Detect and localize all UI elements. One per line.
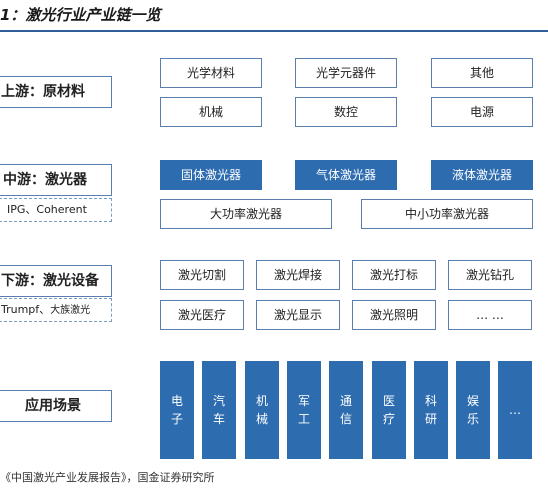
stage-downstream-label: 下游：激光设备 — [1, 273, 99, 289]
stage-midstream: 中游：激光器 — [0, 164, 112, 196]
title-divider — [0, 30, 548, 32]
equipment-box-7: 激光照明 — [352, 300, 436, 330]
equipment-box-8: … … — [448, 300, 532, 330]
application-label: 娱乐 — [466, 394, 479, 426]
application-column: 娱乐 — [456, 361, 490, 459]
application-label: 通信 — [339, 394, 352, 426]
stage-upstream-label: 上游：原材料 — [1, 84, 85, 100]
application-label: 科研 — [424, 394, 437, 426]
laser-type-box-3: 液体激光器 — [431, 160, 533, 190]
equipment-box-6: 激光显示 — [256, 300, 340, 330]
material-box-3: 其他 — [431, 58, 533, 88]
material-box-1: 光学材料 — [160, 58, 262, 88]
application-column: 军工 — [287, 361, 321, 459]
source-note: 《中国激光产业发展报告》，国金证券研究所 — [0, 471, 215, 484]
laser-type-box-2: 气体激光器 — [295, 160, 397, 190]
equipment-box-1: 激光切割 — [160, 260, 244, 290]
material-box-4: 机械 — [160, 97, 262, 127]
stage-midstream-label: 中游：激光器 — [3, 172, 87, 188]
equipment-box-5: 激光医疗 — [160, 300, 244, 330]
downstream-companies-b: 大族激光 — [50, 305, 91, 316]
application-column: 医疗 — [372, 361, 406, 459]
laser-power-box-2: 中小功率激光器 — [361, 199, 533, 229]
downstream-companies-a: Trumpf、 — [1, 303, 51, 316]
application-label: 医疗 — [382, 394, 395, 426]
midstream-companies-text: IPG、Coherent — [7, 203, 87, 216]
laser-power-box-1: 大功率激光器 — [160, 199, 332, 229]
application-label: 机械 — [255, 394, 268, 426]
material-box-2: 光学元器件 — [295, 58, 397, 88]
stage-downstream: 下游：激光设备 — [0, 265, 112, 297]
stage-application-label: 应用场景 — [25, 398, 81, 414]
application-label: 军工 — [297, 394, 310, 426]
equipment-box-3: 激光打标 — [352, 260, 436, 290]
midstream-companies: IPG、Coherent — [0, 198, 112, 222]
application-column: 机械 — [245, 361, 279, 459]
stage-application: 应用场景 — [0, 390, 112, 422]
stage-upstream: 上游：原材料 — [0, 76, 112, 108]
downstream-companies: Trumpf、大族激光 — [0, 298, 112, 322]
equipment-box-4: 激光钻孔 — [448, 260, 532, 290]
application-column: … — [498, 361, 532, 459]
application-label: … — [509, 403, 521, 417]
equipment-box-2: 激光焊接 — [256, 260, 340, 290]
application-column: 电子 — [160, 361, 194, 459]
application-column: 汽车 — [202, 361, 236, 459]
laser-type-box-1: 固体激光器 — [160, 160, 262, 190]
application-label: 汽车 — [212, 394, 225, 426]
application-column: 科研 — [414, 361, 448, 459]
material-box-6: 电源 — [431, 97, 533, 127]
material-box-5: 数控 — [295, 97, 397, 127]
figure-title: 1：激光行业产业链一览 — [0, 6, 161, 24]
application-label: 电子 — [170, 394, 183, 426]
application-column: 通信 — [329, 361, 363, 459]
